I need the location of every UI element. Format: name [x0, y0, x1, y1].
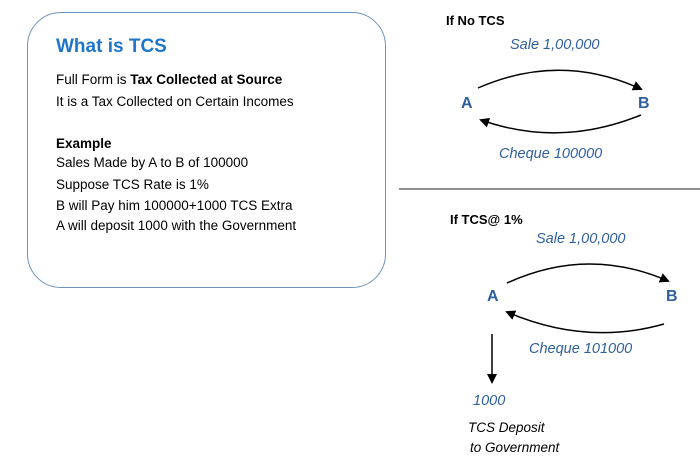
no-tcs-node-a: A	[461, 95, 473, 112]
full-form-value: Tax Collected at Source	[130, 72, 283, 87]
full-form-line: Full Form is Tax Collected at Source	[56, 72, 282, 88]
tcs-heading: If TCS@ 1%	[450, 212, 523, 227]
example-line-4: A will deposit 1000 with the Government	[56, 218, 297, 233]
no-tcs-heading: If No TCS	[446, 13, 505, 28]
tcs-definition-card	[27, 12, 386, 288]
no-tcs-node-b: B	[638, 95, 650, 112]
tcs-deposit-label-line1: TCS Deposit	[468, 420, 545, 435]
tcs-node-b: B	[666, 288, 678, 305]
tcs-node-a: A	[487, 288, 499, 305]
tcs-sale-label: Sale 1,00,000	[536, 231, 626, 247]
tcs-sale-arrow	[506, 263, 670, 284]
card-title: What is TCS	[56, 36, 167, 57]
no-tcs-cheque-label: Cheque 100000	[499, 146, 603, 162]
example-line-1: Sales Made by A to B of 100000	[56, 155, 249, 170]
no-tcs-sale-label: Sale 1,00,000	[510, 37, 600, 53]
tcs-deposit-amount: 1000	[473, 393, 506, 409]
example-line-2: Suppose TCS Rate is 1%	[56, 177, 209, 192]
tcs-cheque-label: Cheque 101000	[529, 341, 633, 357]
example-line-3: B will Pay him 100000+1000 TCS Extra	[56, 198, 293, 213]
no-tcs-sale-arrow	[477, 69, 643, 91]
tcs-cheque-arrow	[505, 310, 665, 334]
full-form-prefix: Full Form is	[56, 72, 131, 87]
tcs-deposit-label-line2: to Government	[470, 440, 560, 455]
definition-line: It is a Tax Collected on Certain Incomes	[56, 94, 294, 109]
example-heading: Example	[56, 136, 112, 151]
no-tcs-cheque-arrow	[479, 114, 642, 134]
